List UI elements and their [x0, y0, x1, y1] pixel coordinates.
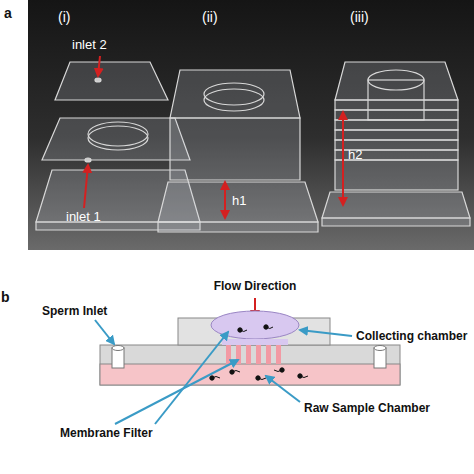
text-label: (i) [58, 10, 70, 25]
red-arrows [84, 56, 343, 318]
text-label: Flow Direction [214, 280, 297, 293]
text-label: inlet 2 [72, 38, 107, 52]
schematic [100, 311, 400, 385]
text-label: h2 [348, 148, 362, 162]
device-ii [158, 70, 318, 232]
text-label: Raw Sample Chamber [304, 402, 430, 415]
photo-background [28, 0, 474, 250]
device-iii [322, 62, 470, 226]
text-label: (iii) [350, 10, 369, 25]
text-label: (ii) [202, 10, 218, 25]
text-label: Collecting chamber [356, 330, 467, 343]
text-label: a [4, 6, 12, 21]
text-label: b [1, 290, 10, 305]
text-label: inlet 1 [66, 210, 101, 224]
text-label: Membrane Filter [60, 427, 153, 440]
text-label: h1 [232, 194, 246, 208]
text-label: Sperm Inlet [42, 305, 107, 318]
